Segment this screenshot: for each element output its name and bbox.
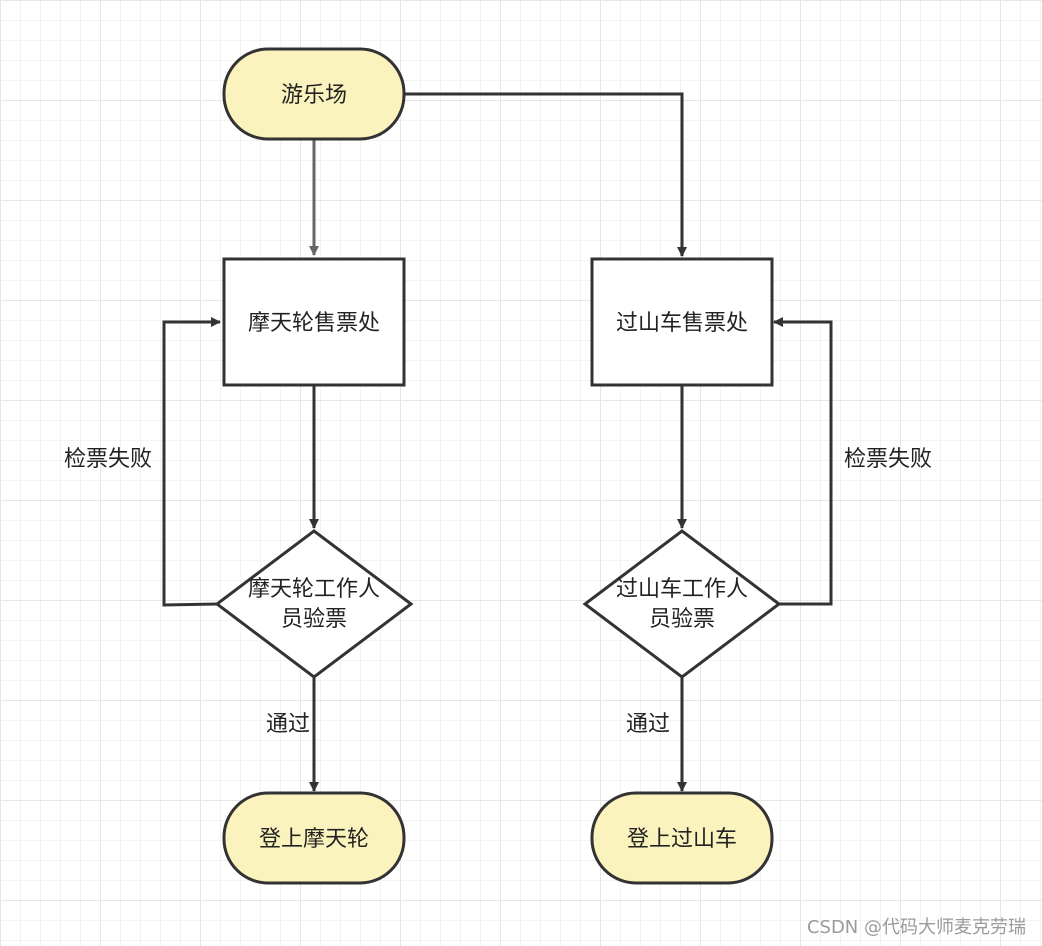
decision-coaster-check[interactable] [582, 529, 782, 679]
label-coaster-fail: 检票失败 [844, 447, 932, 472]
node-labels: 游乐场 摩天轮售票处 过山车售票处 摩天轮工作人 员验票 过山车工作人 员验票 … [248, 83, 748, 852]
edges [162, 92, 833, 792]
process-ferris-ticket-office[interactable] [222, 257, 406, 387]
label-coaster-pass: 通过 [626, 712, 670, 737]
edge-labels: 检票失败 检票失败 通过 通过 [64, 447, 932, 737]
label-ferris-check-line2: 员验票 [281, 607, 347, 632]
nodes [214, 47, 782, 885]
terminal-board-coaster[interactable] [590, 791, 774, 885]
edge-park-to-coaster-office [404, 92, 687, 257]
label-coaster-ticket-office: 过山车售票处 [616, 311, 748, 336]
label-board-ferris: 登上摩天轮 [259, 827, 369, 852]
label-coaster-check-line2: 员验票 [649, 607, 715, 632]
decision-ferris-check[interactable] [214, 529, 414, 679]
terminal-board-ferris[interactable] [222, 791, 406, 885]
edge-coaster-check-fail-loop [773, 317, 833, 606]
watermark: CSDN @代码大师麦克劳瑞 [807, 917, 1026, 938]
label-ferris-ticket-office: 摩天轮售票处 [248, 311, 380, 336]
label-coaster-check-line1: 过山车工作人 [616, 577, 748, 602]
edge-ferris-check-fail-loop [162, 317, 221, 607]
label-board-coaster: 登上过山车 [627, 827, 737, 852]
label-ferris-pass: 通过 [266, 712, 310, 737]
process-coaster-ticket-office[interactable] [590, 257, 774, 387]
terminal-park[interactable] [222, 47, 406, 141]
label-ferris-fail: 检票失败 [64, 447, 152, 472]
label-park: 游乐场 [281, 83, 347, 108]
label-ferris-check-line1: 摩天轮工作人 [248, 577, 380, 602]
